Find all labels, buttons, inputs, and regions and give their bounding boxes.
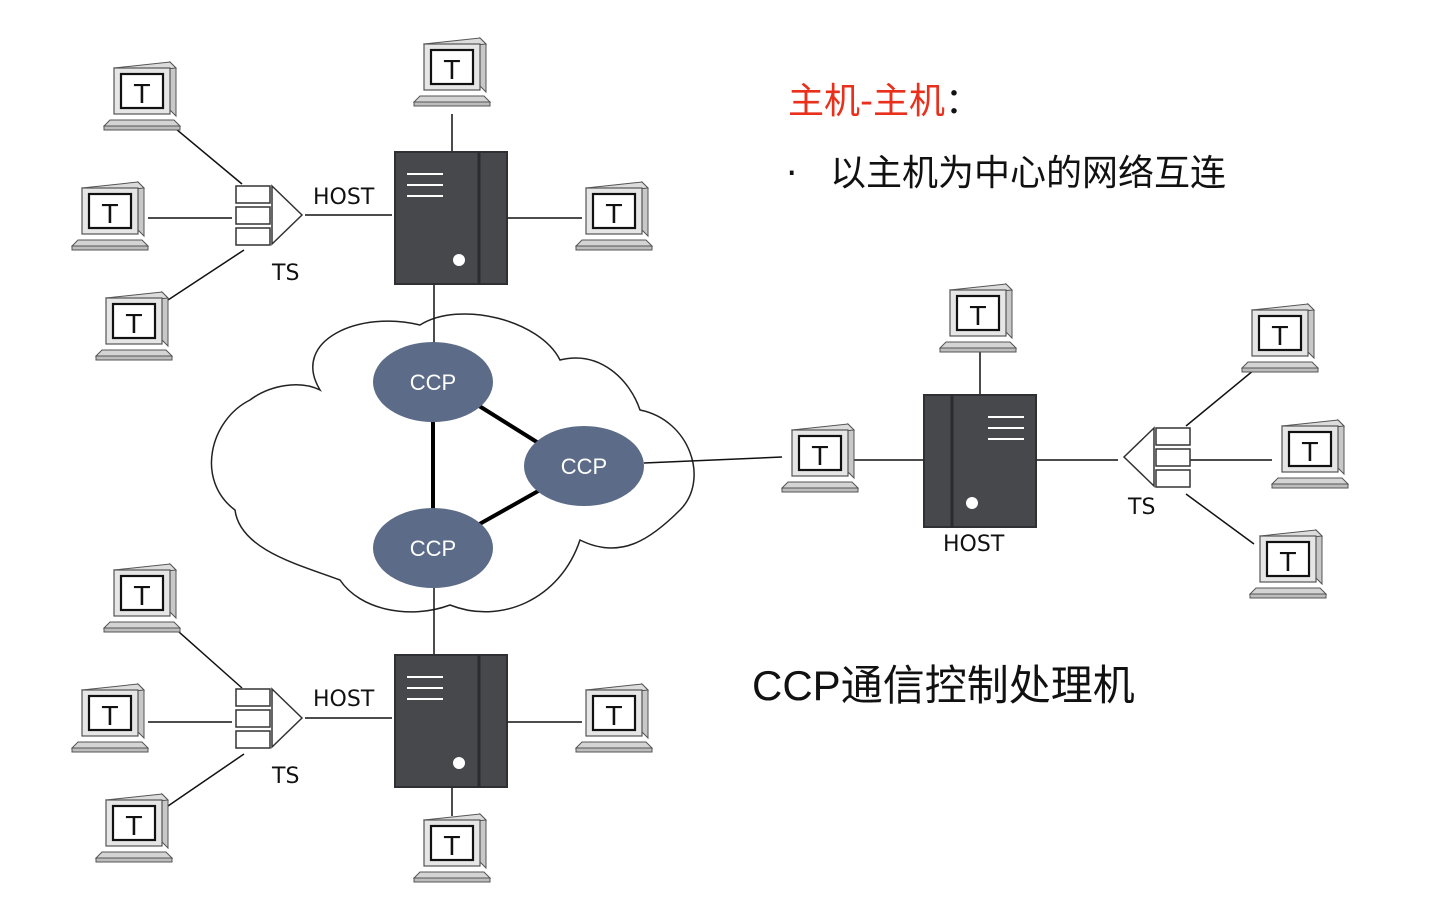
terminal: T xyxy=(1240,302,1320,374)
heading-colon: ： xyxy=(945,81,982,122)
terminal: T xyxy=(412,812,492,884)
host-server-right xyxy=(922,393,1038,529)
heading-host-host: 主机-主机 xyxy=(788,81,945,122)
ts-label-right: TS xyxy=(1127,495,1155,520)
svg-text:T: T xyxy=(605,702,622,732)
network-cloud xyxy=(210,313,695,613)
svg-text:T: T xyxy=(1271,322,1288,352)
terminal: T xyxy=(94,290,174,362)
svg-text:T: T xyxy=(133,582,150,612)
ts-bottom xyxy=(235,688,303,749)
svg-text:CCP: CCP xyxy=(561,454,607,479)
ts-right xyxy=(1123,427,1191,488)
terminal: T xyxy=(574,682,654,754)
ts-label-top: TS xyxy=(271,261,299,286)
host-label-top: HOST xyxy=(313,185,375,210)
ccp-note-suffix: 通信控制处理机 xyxy=(840,661,1135,710)
svg-text:T: T xyxy=(1279,548,1296,578)
svg-text:T: T xyxy=(443,832,460,862)
terminal: T xyxy=(1248,528,1328,600)
terminal: T xyxy=(780,422,860,494)
svg-text:T: T xyxy=(133,80,150,110)
terminal: T xyxy=(102,562,182,634)
svg-text:T: T xyxy=(443,56,460,86)
svg-text:T: T xyxy=(969,302,986,332)
svg-text:T: T xyxy=(1301,438,1318,468)
svg-text:T: T xyxy=(101,200,118,230)
ccp-note: CCP通信控制处理机 xyxy=(752,652,1135,713)
terminal: T xyxy=(938,282,1018,354)
ccp-node-right: CCP xyxy=(524,426,644,506)
svg-text:T: T xyxy=(605,200,622,230)
terminal: T xyxy=(70,682,150,754)
heading: 主机-主机： xyxy=(788,72,981,124)
terminal: T xyxy=(1270,418,1350,490)
svg-text:T: T xyxy=(811,442,828,472)
terminal: T xyxy=(70,180,150,252)
ts-top xyxy=(235,185,303,246)
host-label-bottom: HOST xyxy=(313,687,375,712)
host-server-bottom xyxy=(393,653,509,789)
bullet-text: 以主机为中心的网络互连 xyxy=(830,153,1227,194)
links xyxy=(148,114,1272,816)
ccp-node-bottom: CCP xyxy=(373,508,493,588)
terminal: T xyxy=(412,36,492,108)
terminal: T xyxy=(574,180,654,252)
ccp-node-top: CCP xyxy=(373,342,493,422)
svg-text:T: T xyxy=(125,812,142,842)
ccp-note-prefix: CCP xyxy=(752,662,841,709)
svg-text:T: T xyxy=(125,310,142,340)
terminal: T xyxy=(94,792,174,864)
ccp-links xyxy=(431,402,542,528)
terminal: T xyxy=(102,60,182,132)
ts-label-bottom: TS xyxy=(271,764,299,789)
svg-text:CCP: CCP xyxy=(410,536,456,561)
bullet-item: · 以主机为中心的网络互连 xyxy=(786,144,1226,196)
bullet-marker: · xyxy=(786,153,798,194)
svg-text:T: T xyxy=(101,702,118,732)
host-server-top xyxy=(393,150,509,286)
svg-text:CCP: CCP xyxy=(410,370,456,395)
host-label-right: HOST xyxy=(943,532,1005,557)
